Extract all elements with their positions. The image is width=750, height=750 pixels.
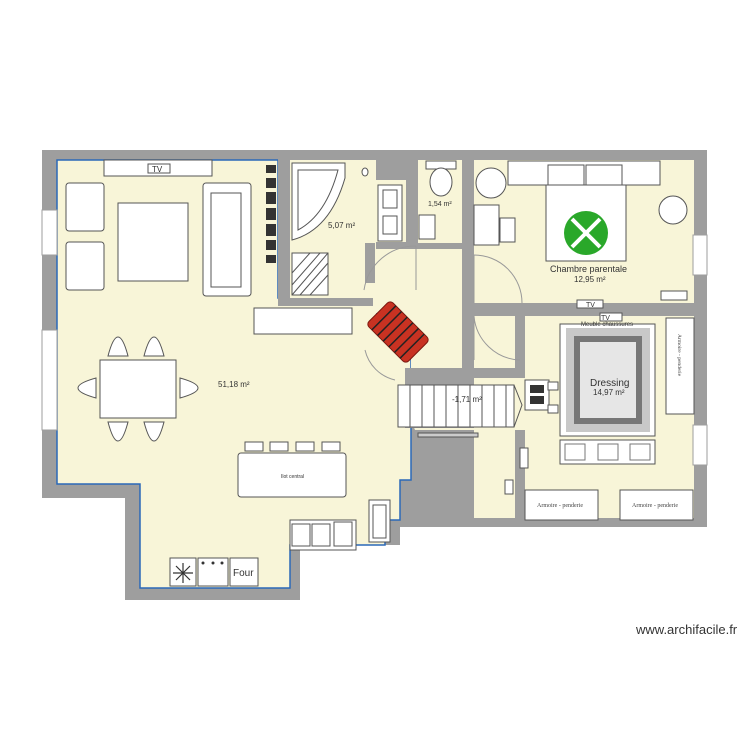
hifi-unit — [266, 165, 276, 263]
living-furniture — [65, 159, 391, 587]
tv-bedroom-label: TV — [586, 302, 595, 309]
living-area-label: 51,18 m² — [218, 380, 250, 389]
stairs-area-label: -1,71 m² — [452, 395, 482, 404]
stairs — [397, 384, 523, 438]
meuble-chaussures-label: Meuble chaussures — [581, 322, 633, 328]
snowflake-icon — [173, 563, 193, 583]
bedroom-name-label: Chambre parentale — [550, 264, 627, 274]
four-label: Four — [233, 568, 254, 579]
spiral-stair — [367, 301, 429, 363]
bedroom-area-label: 12,95 m² — [574, 275, 606, 284]
wc-area-label: 1,54 m² — [428, 201, 452, 208]
dressing-name-label: Dressing — [590, 378, 629, 389]
wc-fixtures — [418, 160, 457, 240]
doors — [363, 245, 523, 381]
bedspread-cross — [570, 217, 602, 249]
dressing-furniture — [504, 312, 695, 521]
tv-dressing-label: TV — [601, 315, 610, 322]
armoire-right-label: Armoire - penderie — [632, 503, 678, 509]
armoire-vertical-label: Armoire - penderie — [676, 334, 682, 377]
dressing-area-label: 14,97 m² — [593, 388, 625, 397]
armoire-left-label: Armoire - penderie — [537, 503, 583, 509]
windows — [41, 209, 708, 466]
burner-marks — [201, 561, 224, 565]
watermark: www.archifacile.fr — [636, 622, 738, 637]
bathroom-area-label: 5,07 m² — [328, 221, 355, 230]
tv-living-label: TV — [152, 165, 163, 174]
bathroom-fixtures — [291, 162, 403, 296]
ilot-label: Ilot central — [281, 474, 304, 480]
interior-walls — [278, 150, 707, 520]
